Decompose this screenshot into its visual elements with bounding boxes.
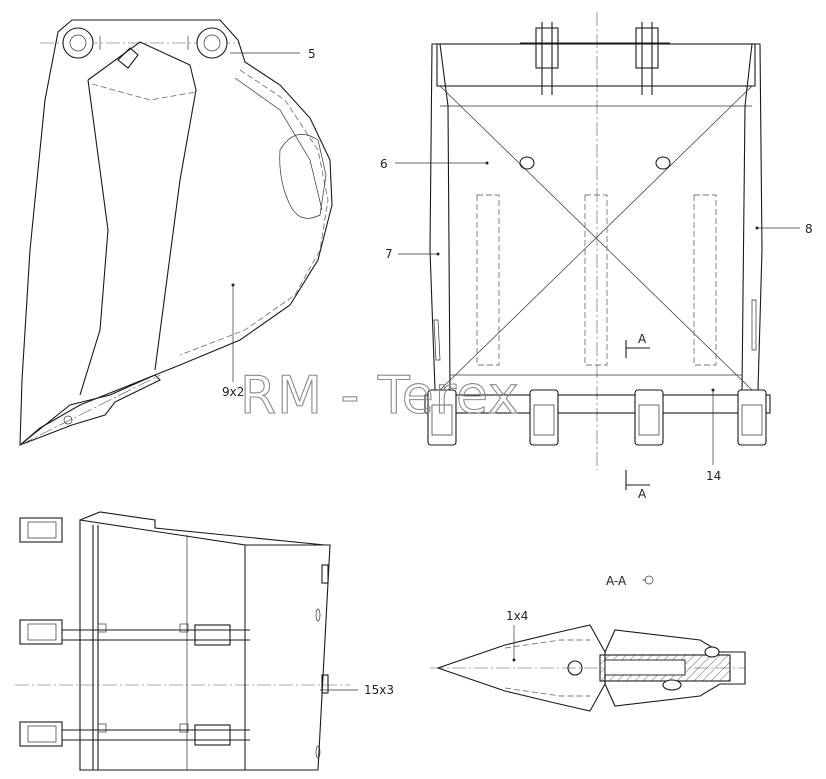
watermark-text: RM - Terex (240, 366, 520, 426)
callout-5: 5 (308, 47, 316, 61)
section-title: A-A (606, 574, 627, 588)
section-mark-a-bottom: A (638, 487, 647, 501)
side-view (19, 19, 333, 447)
section-a-a-view (430, 575, 746, 712)
front-view (395, 12, 800, 490)
top-view (15, 511, 358, 771)
callout-15: 15x3 (364, 683, 394, 697)
section-mark-a-top: A (638, 332, 647, 346)
callout-6: 6 (380, 157, 388, 171)
callout-8: 8 (805, 222, 813, 236)
callout-9: 9x2 (222, 385, 244, 399)
callout-14: 14 (706, 469, 721, 483)
callout-7: 7 (385, 247, 393, 261)
callout-1: 1x4 (506, 609, 528, 623)
